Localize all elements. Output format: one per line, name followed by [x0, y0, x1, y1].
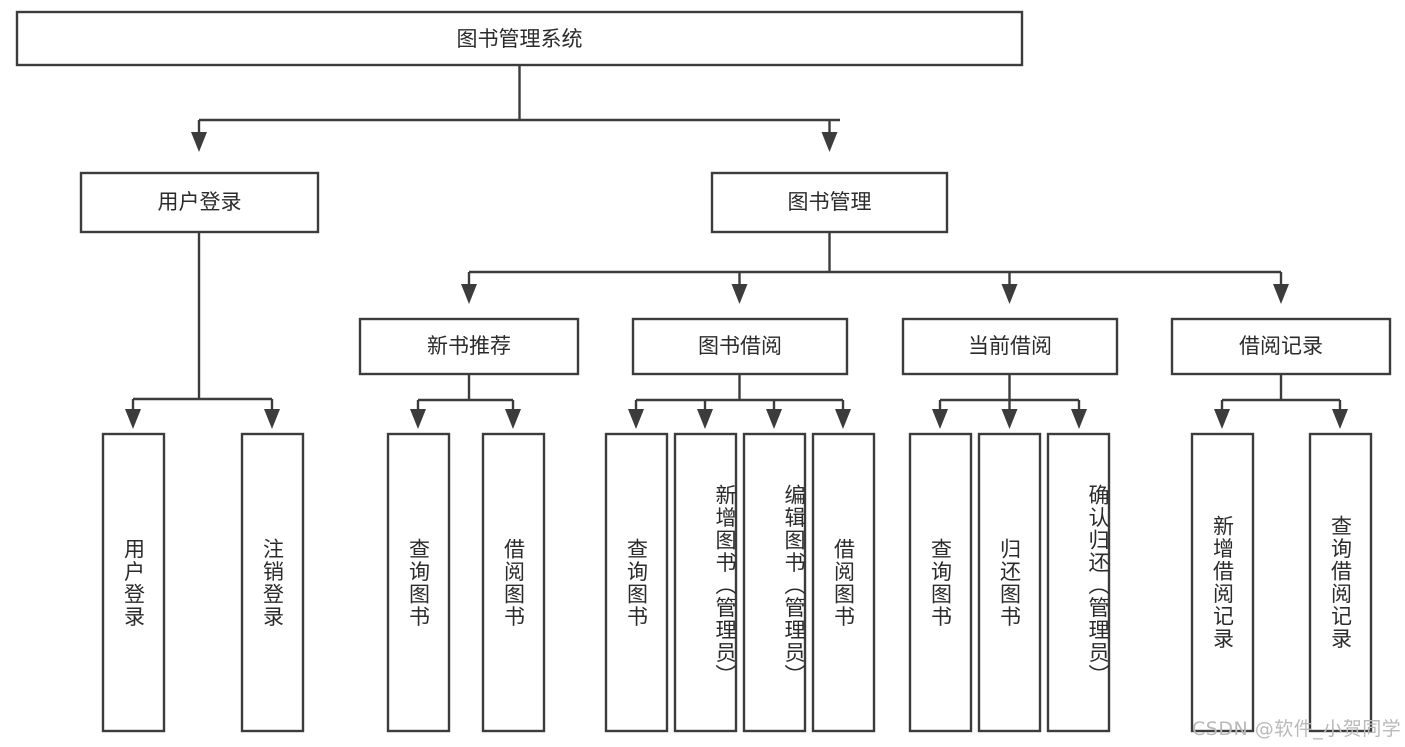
leaf-borrow-record-0[interactable] [1190, 432, 1255, 733]
arrowhead-cb-c2 [1001, 409, 1018, 429]
node-root-label: 图书管理系统 [457, 27, 583, 51]
arrowhead-br-c1 [1214, 409, 1230, 429]
arrowhead-bm-c2 [731, 284, 748, 304]
arrowhead-ul-child1 [125, 409, 141, 429]
node-user-login[interactable] [79, 171, 320, 234]
leaf-current-borrow-2[interactable] [1046, 432, 1111, 733]
arrowhead-nb-c1 [410, 409, 426, 429]
node-new-book-recommend-label: 新书推荐 [427, 334, 511, 358]
arrowhead-bb-c4 [835, 409, 851, 429]
arrowhead-user-login [191, 132, 207, 152]
arrowhead-bm-c4 [1273, 284, 1289, 304]
connector-group-user-login [125, 232, 280, 429]
node-new-book-recommend[interactable] [358, 317, 580, 376]
arrowhead-br-c2 [1332, 409, 1348, 429]
node-borrow-record-label: 借阅记录 [1239, 334, 1323, 358]
arrowhead-bb-c1 [628, 409, 644, 429]
node-user-login-label: 用户登录 [158, 190, 242, 214]
leaf-book-borrow-3[interactable] [811, 432, 876, 733]
leaf-borrow-record-1[interactable] [1308, 432, 1373, 733]
node-book-borrow[interactable] [631, 317, 849, 376]
node-current-borrow-label: 当前借阅 [968, 334, 1052, 358]
node-current-borrow[interactable] [901, 317, 1119, 376]
connector-group-current-borrow [932, 374, 1087, 429]
arrowhead-cb-c1 [932, 409, 948, 429]
leaf-new-book-1[interactable] [481, 432, 546, 733]
arrowhead-bb-c3 [766, 409, 782, 429]
leaf-book-borrow-2[interactable] [742, 432, 807, 733]
node-book-manage[interactable] [710, 171, 949, 234]
leaf-new-book-0[interactable] [386, 432, 451, 733]
connector-group-root [191, 65, 840, 152]
watermark-text: CSDN @软件_小贺同学 [1192, 718, 1402, 740]
arrowhead-nb-c2 [505, 409, 521, 429]
arrowhead-ul-child2 [264, 409, 280, 429]
node-borrow-record[interactable] [1170, 317, 1392, 376]
node-root[interactable] [15, 10, 1024, 67]
connector-group-borrow-record [1214, 374, 1348, 429]
leaf-book-borrow-1[interactable] [673, 432, 738, 733]
connector-group-book-manage [461, 232, 1289, 304]
arrowhead-bm-c3 [1001, 284, 1018, 304]
leaf-current-borrow-1[interactable] [977, 432, 1042, 733]
arrowhead-bm-c1 [461, 284, 477, 304]
node-book-borrow-label: 图书借阅 [698, 334, 782, 358]
leaf-user-login-0[interactable] [101, 432, 166, 733]
arrowhead-bb-c2 [697, 409, 713, 429]
node-book-manage-label: 图书管理 [788, 190, 872, 214]
leaf-current-borrow-0[interactable] [908, 432, 973, 733]
leaf-book-borrow-0[interactable] [604, 432, 669, 733]
leaf-user-login-1[interactable] [240, 432, 305, 733]
arrowhead-book-manage [821, 132, 838, 152]
arrowhead-cb-c3 [1071, 409, 1087, 429]
connector-group-new-book [410, 374, 521, 429]
connector-group-book-borrow [628, 374, 851, 429]
